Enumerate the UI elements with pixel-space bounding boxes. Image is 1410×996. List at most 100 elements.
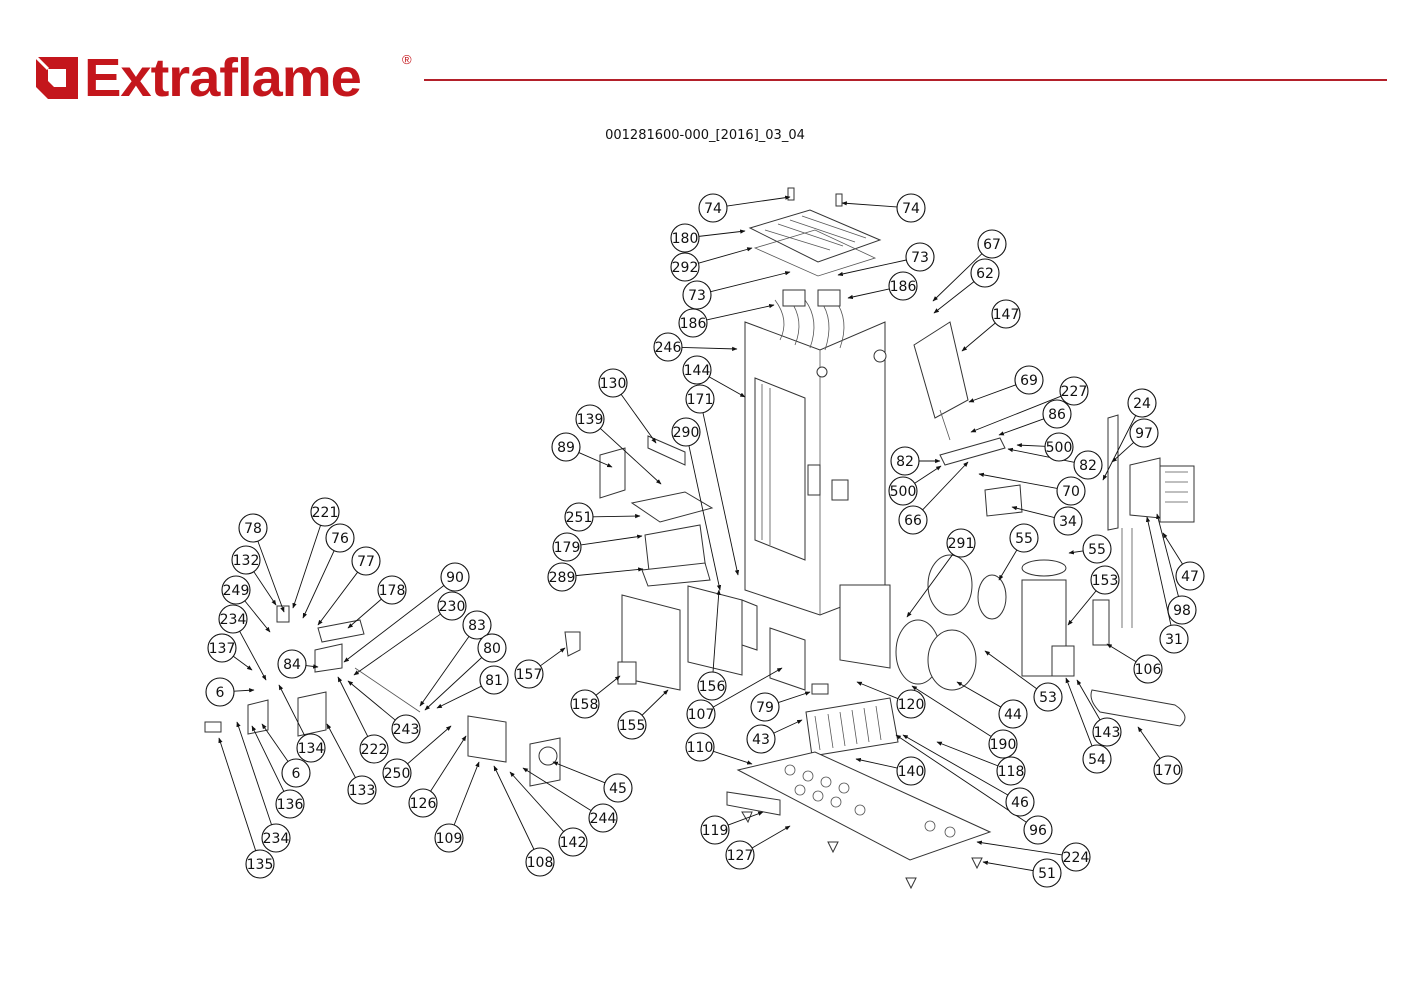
callout-24[interactable]: 24 — [1127, 388, 1157, 418]
callout-46[interactable]: 46 — [1005, 787, 1035, 817]
callout-73[interactable]: 73 — [905, 242, 935, 272]
callout-186[interactable]: 186 — [888, 271, 918, 301]
callout-147[interactable]: 147 — [991, 299, 1021, 329]
callout-96[interactable]: 96 — [1023, 815, 1053, 845]
callout-140[interactable]: 140 — [896, 756, 926, 786]
callout-155[interactable]: 155 — [617, 710, 647, 740]
callout-74[interactable]: 74 — [896, 193, 926, 223]
callout-251[interactable]: 251 — [564, 502, 594, 532]
callout-78[interactable]: 78 — [238, 513, 268, 543]
callout-90[interactable]: 90 — [440, 562, 470, 592]
callout-156[interactable]: 156 — [697, 671, 727, 701]
callout-62[interactable]: 62 — [970, 258, 1000, 288]
callout-143[interactable]: 143 — [1092, 717, 1122, 747]
callout-51[interactable]: 51 — [1032, 858, 1062, 888]
callout-circle — [437, 591, 467, 621]
callout-221[interactable]: 221 — [310, 497, 340, 527]
callout-109[interactable]: 109 — [434, 823, 464, 853]
callout-157[interactable]: 157 — [514, 659, 544, 689]
callout-53[interactable]: 53 — [1033, 682, 1063, 712]
callout-31[interactable]: 31 — [1159, 624, 1189, 654]
callout-133[interactable]: 133 — [347, 775, 377, 805]
callout-67[interactable]: 67 — [977, 229, 1007, 259]
callout-69[interactable]: 69 — [1014, 365, 1044, 395]
callout-47[interactable]: 47 — [1175, 561, 1205, 591]
callout-134[interactable]: 134 — [296, 733, 326, 763]
callout-70[interactable]: 70 — [1056, 476, 1086, 506]
callout-132[interactable]: 132 — [231, 545, 261, 575]
callout-120[interactable]: 120 — [896, 689, 926, 719]
callout-153[interactable]: 153 — [1090, 565, 1120, 595]
callout-290[interactable]: 290 — [671, 417, 701, 447]
callout-55[interactable]: 55 — [1082, 534, 1112, 564]
callout-234[interactable]: 234 — [261, 823, 291, 853]
callout-84[interactable]: 84 — [277, 649, 307, 679]
callout-77[interactable]: 77 — [351, 546, 381, 576]
callout-179[interactable]: 179 — [552, 532, 582, 562]
callout-82[interactable]: 82 — [890, 446, 920, 476]
callout-500[interactable]: 500 — [1044, 432, 1074, 462]
callout-6[interactable]: 6 — [281, 758, 311, 788]
callout-227[interactable]: 227 — [1059, 376, 1089, 406]
callout-80[interactable]: 80 — [477, 633, 507, 663]
callout-79[interactable]: 79 — [750, 692, 780, 722]
callout-249[interactable]: 249 — [221, 575, 251, 605]
callout-45[interactable]: 45 — [603, 773, 633, 803]
callout-119[interactable]: 119 — [700, 815, 730, 845]
callout-circle — [1044, 432, 1074, 462]
callout-190[interactable]: 190 — [988, 729, 1018, 759]
callout-244[interactable]: 244 — [588, 803, 618, 833]
callout-171[interactable]: 171 — [685, 384, 715, 414]
callout-500[interactable]: 500 — [888, 476, 918, 506]
callout-224[interactable]: 224 — [1061, 842, 1091, 872]
callout-83[interactable]: 83 — [462, 610, 492, 640]
callout-34[interactable]: 34 — [1053, 506, 1083, 536]
callout-289[interactable]: 289 — [547, 562, 577, 592]
callout-73[interactable]: 73 — [682, 280, 712, 310]
callout-136[interactable]: 136 — [275, 789, 305, 819]
callout-178[interactable]: 178 — [377, 575, 407, 605]
callout-170[interactable]: 170 — [1153, 755, 1183, 785]
callout-110[interactable]: 110 — [685, 732, 715, 762]
callout-81[interactable]: 81 — [479, 665, 509, 695]
callout-6[interactable]: 6 — [205, 677, 235, 707]
callout-76[interactable]: 76 — [325, 523, 355, 553]
callout-158[interactable]: 158 — [570, 689, 600, 719]
callout-144[interactable]: 144 — [682, 355, 712, 385]
callout-97[interactable]: 97 — [1129, 418, 1159, 448]
callout-130[interactable]: 130 — [598, 368, 628, 398]
callout-66[interactable]: 66 — [898, 505, 928, 535]
callout-44[interactable]: 44 — [998, 699, 1028, 729]
leader-line-73 — [710, 271, 791, 293]
callout-246[interactable]: 246 — [653, 332, 683, 362]
callout-118[interactable]: 118 — [996, 756, 1026, 786]
callout-139[interactable]: 139 — [575, 404, 605, 434]
callout-230[interactable]: 230 — [437, 591, 467, 621]
callout-86[interactable]: 86 — [1042, 399, 1072, 429]
callout-106[interactable]: 106 — [1133, 654, 1163, 684]
callout-142[interactable]: 142 — [558, 827, 588, 857]
callout-234[interactable]: 234 — [218, 604, 248, 634]
callout-number: 80 — [483, 641, 501, 657]
callout-186[interactable]: 186 — [678, 308, 708, 338]
callout-89[interactable]: 89 — [551, 432, 581, 462]
callout-74[interactable]: 74 — [698, 193, 728, 223]
callout-222[interactable]: 222 — [359, 734, 389, 764]
callout-291[interactable]: 291 — [946, 528, 976, 558]
callout-243[interactable]: 243 — [391, 714, 421, 744]
callout-126[interactable]: 126 — [408, 788, 438, 818]
callout-107[interactable]: 107 — [686, 699, 716, 729]
callout-292[interactable]: 292 — [670, 252, 700, 282]
callout-180[interactable]: 180 — [670, 223, 700, 253]
callout-137[interactable]: 137 — [207, 633, 237, 663]
callout-250[interactable]: 250 — [382, 758, 412, 788]
callout-98[interactable]: 98 — [1167, 595, 1197, 625]
callout-54[interactable]: 54 — [1082, 744, 1112, 774]
callout-circle — [281, 758, 311, 788]
callout-108[interactable]: 108 — [525, 847, 555, 877]
callout-127[interactable]: 127 — [725, 840, 755, 870]
callout-43[interactable]: 43 — [746, 724, 776, 754]
callout-82[interactable]: 82 — [1073, 450, 1103, 480]
callout-135[interactable]: 135 — [245, 849, 275, 879]
callout-55[interactable]: 55 — [1009, 523, 1039, 553]
